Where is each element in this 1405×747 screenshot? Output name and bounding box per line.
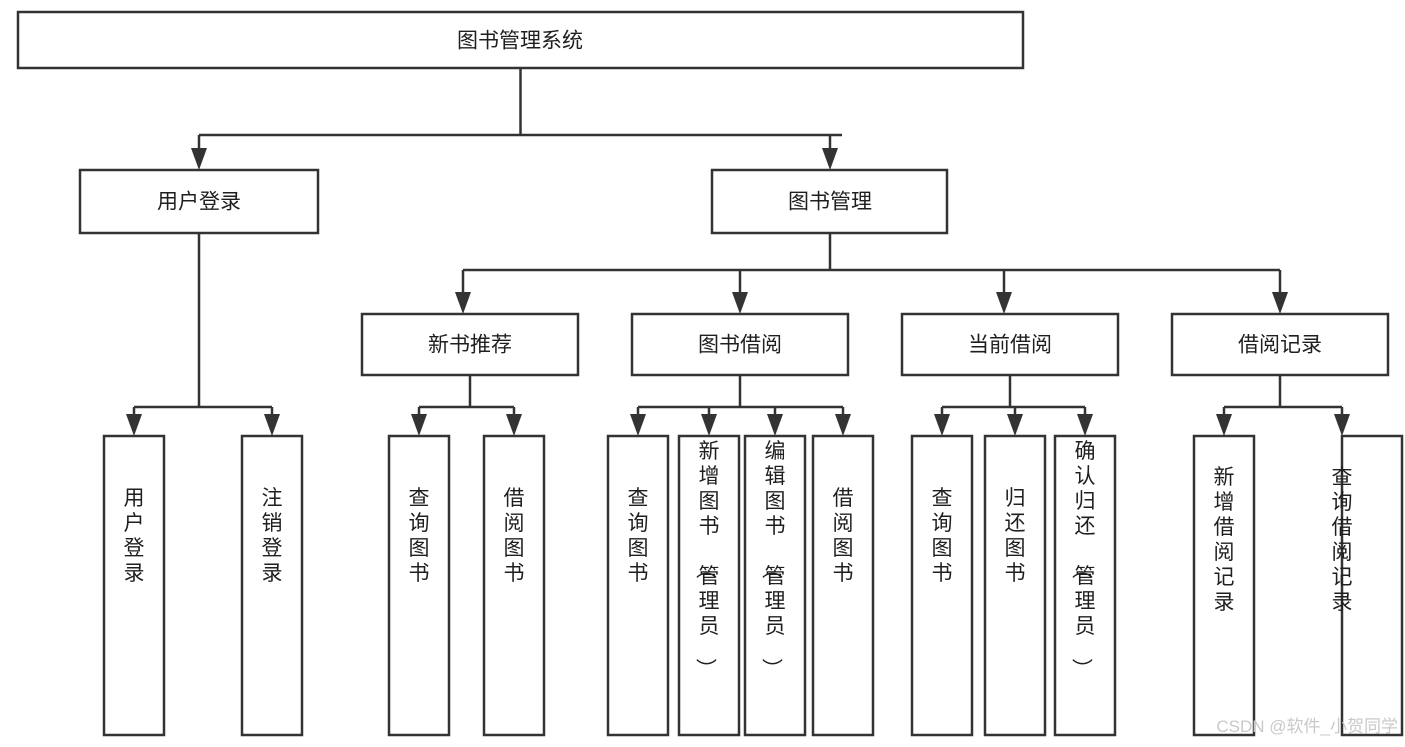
node-leaf-query-borrow-record-label: 查询借阅记录 xyxy=(1332,466,1353,614)
node-leaf-query-book-borrow[interactable]: 查询图书 xyxy=(606,434,670,737)
node-leaf-borrow-book-label: 借阅图书 xyxy=(833,487,854,585)
node-leaf-confirm-return-admin-box[interactable] xyxy=(1053,434,1117,737)
node-leaf-add-book-admin-box[interactable] xyxy=(677,434,741,737)
node-leaf-borrow-book-recommend[interactable]: 借阅图书 xyxy=(482,434,546,737)
node-leaf-edit-book-admin[interactable]: 编辑图书（管理员） xyxy=(743,434,807,737)
node-root-label: 图书管理系统 xyxy=(457,30,583,53)
arrow-head-icon xyxy=(126,414,142,436)
node-root[interactable]: 图书管理系统 xyxy=(16,10,1025,70)
node-leaf-add-book-admin-label: 新增图书（管理员） xyxy=(694,440,720,679)
arrow-head-icon xyxy=(411,414,427,436)
arrow-head-icon xyxy=(1077,414,1093,436)
node-leaf-query-book-current-label: 查询图书 xyxy=(932,487,953,585)
arrow-head-icon xyxy=(455,292,471,314)
arrow-head-icon xyxy=(996,292,1012,314)
node-leaf-query-book-recommend-label: 查询图书 xyxy=(409,487,430,585)
node-leaf-query-book-current[interactable]: 查询图书 xyxy=(910,434,974,737)
node-root-box[interactable] xyxy=(16,10,1025,70)
node-leaf-return-book-box[interactable] xyxy=(983,434,1047,737)
watermark: CSDN @软件_小贺同学 xyxy=(1216,717,1398,736)
arrow-head-icon xyxy=(506,414,522,436)
arrow-head-icon xyxy=(264,414,280,436)
node-borrow-record-label: 借阅记录 xyxy=(1238,334,1322,357)
node-current-borrow[interactable]: 当前借阅 xyxy=(900,312,1120,377)
node-book-borrow[interactable]: 图书借阅 xyxy=(630,312,850,377)
arrow-head-icon xyxy=(1216,414,1232,436)
arrow-head-icon xyxy=(767,414,783,436)
node-leaf-query-book-recommend[interactable]: 查询图书 xyxy=(387,434,451,737)
node-borrow-record-box[interactable] xyxy=(1170,312,1390,377)
node-leaf-confirm-return-admin-label: 确认归还（管理员） xyxy=(1070,440,1096,679)
node-leaf-query-book-borrow-box[interactable] xyxy=(606,434,670,737)
node-leaf-logout[interactable]: 注销登录 xyxy=(240,434,304,737)
node-leaf-query-borrow-record-box[interactable] xyxy=(1340,434,1404,737)
node-leaf-add-book-admin[interactable]: 新增图书（管理员） xyxy=(677,434,741,737)
node-leaf-return-book[interactable]: 归还图书 xyxy=(983,434,1047,737)
arrow-head-icon xyxy=(835,414,851,436)
node-leaf-return-book-label: 归还图书 xyxy=(1005,487,1026,585)
arrow-head-icon xyxy=(822,148,838,170)
node-layer: 图书管理系统 用户登录 图书管理 新书推荐 图书借阅 当前借阅 借阅记录 xyxy=(16,10,1404,737)
node-leaf-user-login[interactable]: 用户登录 xyxy=(102,434,166,737)
node-book-borrow-box[interactable] xyxy=(630,312,850,377)
arrow-head-icon xyxy=(934,414,950,436)
arrow-head-icon xyxy=(630,414,646,436)
edge-layer xyxy=(126,68,1350,436)
node-leaf-query-book-borrow-label: 查询图书 xyxy=(628,487,649,585)
node-leaf-logout-label: 注销登录 xyxy=(262,487,283,585)
node-new-book-recommend-box[interactable] xyxy=(360,312,580,377)
node-leaf-borrow-book-box[interactable] xyxy=(811,434,875,737)
node-borrow-record[interactable]: 借阅记录 xyxy=(1170,312,1390,377)
arrow-head-icon xyxy=(1334,414,1350,436)
node-leaf-logout-box[interactable] xyxy=(240,434,304,737)
node-book-management-box[interactable] xyxy=(710,168,949,235)
arrow-head-icon xyxy=(701,414,717,436)
node-leaf-borrow-book-recommend-label: 借阅图书 xyxy=(504,487,525,585)
node-leaf-confirm-return-admin[interactable]: 确认归还（管理员） xyxy=(1053,434,1117,737)
node-book-management[interactable]: 图书管理 xyxy=(710,168,949,235)
node-leaf-user-login-label: 用户登录 xyxy=(124,487,145,585)
node-new-book-recommend[interactable]: 新书推荐 xyxy=(360,312,580,377)
arrow-head-icon xyxy=(1007,414,1023,436)
node-user-login-box[interactable] xyxy=(78,168,320,235)
node-leaf-user-login-box[interactable] xyxy=(102,434,166,737)
node-user-login-label: 用户登录 xyxy=(157,191,241,214)
node-current-borrow-label: 当前借阅 xyxy=(968,334,1052,357)
node-leaf-borrow-book-recommend-box[interactable] xyxy=(482,434,546,737)
node-leaf-edit-book-admin-box[interactable] xyxy=(743,434,807,737)
node-leaf-add-borrow-record-box[interactable] xyxy=(1192,434,1256,737)
arrow-head-icon xyxy=(732,292,748,314)
node-leaf-add-borrow-record[interactable]: 新增借阅记录 xyxy=(1192,434,1256,737)
node-leaf-query-borrow-record[interactable]: 查询借阅记录 xyxy=(1332,434,1404,737)
node-leaf-query-book-current-box[interactable] xyxy=(910,434,974,737)
node-user-login[interactable]: 用户登录 xyxy=(78,168,320,235)
arrow-head-icon xyxy=(191,148,207,170)
node-book-borrow-label: 图书借阅 xyxy=(698,334,782,357)
node-leaf-add-borrow-record-label: 新增借阅记录 xyxy=(1214,466,1235,614)
node-current-borrow-box[interactable] xyxy=(900,312,1120,377)
node-new-book-recommend-label: 新书推荐 xyxy=(428,334,512,357)
node-book-management-label: 图书管理 xyxy=(788,191,872,214)
node-leaf-query-book-recommend-box[interactable] xyxy=(387,434,451,737)
node-leaf-edit-book-admin-label: 编辑图书（管理员） xyxy=(760,440,786,679)
node-leaf-borrow-book[interactable]: 借阅图书 xyxy=(811,434,875,737)
arrow-head-icon xyxy=(1272,292,1288,314)
